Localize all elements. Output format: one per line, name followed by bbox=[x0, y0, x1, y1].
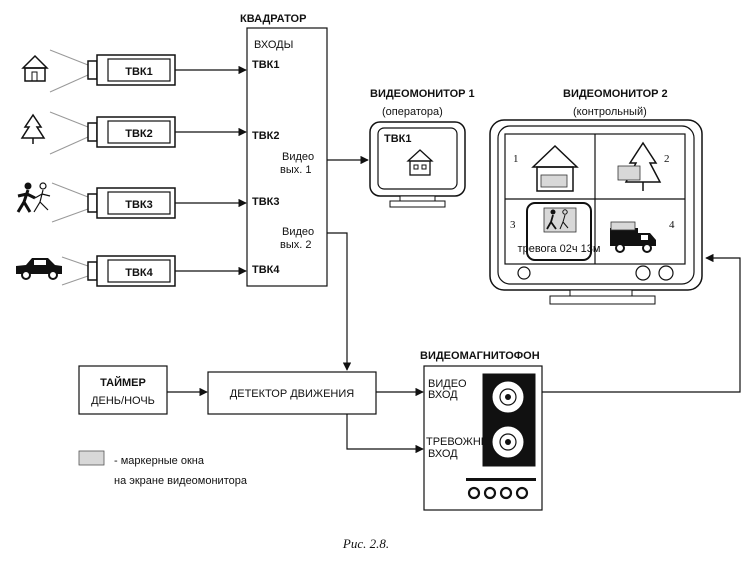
quad-processor: КВАДРАТОР ВХОДЫ ТВК1 ТВК2 ТВК3 ТВК4 Виде… bbox=[240, 13, 328, 287]
knob-icon bbox=[635, 265, 651, 281]
figure-caption: Рис. 2.8. bbox=[342, 536, 389, 551]
cell-2-number: 2 bbox=[664, 153, 670, 165]
alarm-text: тревога 02ч 13м bbox=[518, 243, 601, 255]
monitor-1-screen-label: ТВК1 bbox=[384, 133, 412, 145]
vcr-alarm-in-label: ТРЕВОЖНЫЙ bbox=[426, 435, 498, 448]
car-icon bbox=[16, 258, 62, 280]
quad-port-2: ТВК2 bbox=[252, 130, 280, 142]
video-monitor-2: ВИДЕОМОНИТОР 2 (контрольный) 1 2 3 bbox=[489, 88, 703, 305]
quad-port-4: ТВК4 bbox=[252, 264, 280, 276]
cell-3-number: 3 bbox=[510, 219, 516, 231]
camera-3-label: ТВК3 bbox=[125, 199, 153, 211]
camera-3: ТВК3 bbox=[16, 182, 176, 223]
timer-subtitle: ДЕНЬ/НОЧЬ bbox=[91, 395, 155, 407]
monitor-2-title: ВИДЕОМОНИТОР 2 bbox=[563, 88, 668, 100]
quad-port-1: ТВК1 bbox=[252, 59, 280, 71]
camera-icon bbox=[49, 111, 176, 155]
quad-port-3: ТВК3 bbox=[252, 196, 280, 208]
running-people-icon bbox=[16, 182, 51, 213]
legend-line-2: на экране видеомонитора bbox=[114, 475, 248, 487]
video-out-2-sub: вых. 2 bbox=[280, 239, 311, 251]
tape-reel-icon bbox=[491, 425, 525, 459]
vcr: ВИДЕОМАГНИТОФОН ВИДЕО ВХОД ТРЕВОЖНЫЙ ВХО… bbox=[420, 350, 543, 511]
vcr-to-monitor-2-wire bbox=[542, 253, 741, 393]
video-out-1-label: Видео bbox=[282, 151, 314, 163]
vcr-video-in-label: ВИДЕО bbox=[428, 378, 467, 390]
legend: - маркерные окна на экране видеомонитора bbox=[78, 450, 248, 487]
video-out-1-sub: вых. 1 bbox=[280, 164, 311, 176]
quad-inputs-label: ВХОДЫ bbox=[254, 39, 293, 51]
detector-alarm-wire bbox=[346, 414, 424, 454]
cell-1-number: 1 bbox=[513, 153, 519, 165]
marker-window bbox=[610, 221, 636, 231]
camera-1-label: ТВК1 bbox=[125, 66, 153, 78]
camera-2: ТВК2 bbox=[20, 111, 176, 155]
video-out-2-wire bbox=[327, 232, 352, 371]
camera-4-label: ТВК4 bbox=[125, 267, 153, 279]
running-people-icon bbox=[543, 207, 577, 233]
marker-window bbox=[617, 165, 641, 181]
camera-4: ТВК4 bbox=[16, 255, 176, 287]
detector-label: ДЕТЕКТОР ДВИЖЕНИЯ bbox=[230, 388, 354, 400]
camera-2-label: ТВК2 bbox=[125, 128, 153, 140]
quad-title: КВАДРАТОР bbox=[240, 13, 306, 25]
tree-icon bbox=[20, 113, 46, 144]
monitor-2-subtitle: (контрольный) bbox=[573, 106, 647, 118]
truck-icon bbox=[610, 221, 656, 253]
monitor-1-subtitle: (оператора) bbox=[382, 106, 443, 118]
timer-block: ТАЙМЕР ДЕНЬ/НОЧЬ bbox=[78, 365, 168, 415]
house-icon bbox=[21, 54, 49, 82]
motion-detector: ДЕТЕКТОР ДВИЖЕНИЯ bbox=[207, 371, 377, 415]
knob-icon bbox=[517, 266, 531, 280]
vcr-button-icon bbox=[499, 486, 513, 500]
vcr-button-icon bbox=[467, 486, 481, 500]
timer-title: ТАЙМЕР bbox=[100, 376, 146, 389]
cell-4-number: 4 bbox=[669, 219, 675, 231]
tape-reel-icon bbox=[491, 380, 525, 414]
knob-icon bbox=[658, 265, 674, 281]
video-out-2-label: Видео bbox=[282, 226, 314, 238]
camera-icon bbox=[61, 255, 176, 287]
video-monitor-1: ВИДЕОМОНИТОР 1 (оператора) ТВК1 bbox=[369, 88, 475, 208]
vcr-title: ВИДЕОМАГНИТОФОН bbox=[420, 350, 540, 362]
tree-icon bbox=[617, 141, 662, 191]
legend-line-1: - маркерные окна bbox=[114, 455, 205, 467]
legend-marker-swatch bbox=[78, 450, 105, 466]
camera-icon bbox=[51, 182, 176, 223]
vcr-button-icon bbox=[483, 486, 497, 500]
vcr-video-in-sub: ВХОД bbox=[428, 389, 458, 401]
camera-1: ТВК1 bbox=[21, 49, 176, 93]
house-icon bbox=[531, 144, 579, 192]
house-icon bbox=[406, 149, 434, 176]
camera-icon bbox=[49, 49, 176, 93]
camera-connections bbox=[175, 65, 247, 276]
vcr-button-icon bbox=[515, 486, 529, 500]
marker-window bbox=[540, 174, 568, 188]
monitor-1-title: ВИДЕОМОНИТОР 1 bbox=[370, 88, 475, 100]
vcr-alarm-in-sub: ВХОД bbox=[428, 448, 458, 460]
